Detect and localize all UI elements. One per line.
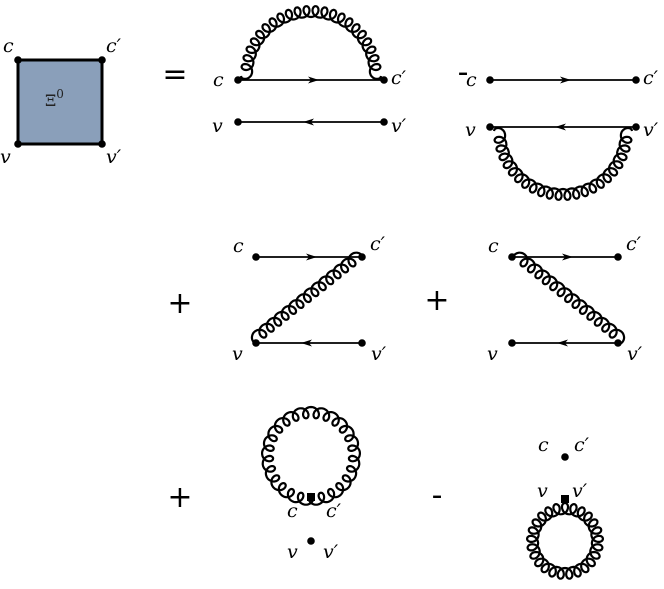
vertex-dot — [561, 453, 569, 461]
vertex-dot — [614, 339, 622, 347]
operator-equals: = — [162, 57, 187, 92]
vertex-dot — [14, 56, 22, 64]
operator-plus: + — [424, 283, 449, 318]
vertex-dot — [14, 140, 22, 148]
label-c: c — [538, 434, 549, 456]
operator-minus: - — [432, 478, 443, 513]
gluon-line — [526, 501, 604, 580]
vertex-dot — [98, 56, 106, 64]
vertex-dot — [234, 76, 242, 84]
arrow-icon — [301, 339, 312, 347]
label-vp: v′ — [106, 146, 122, 168]
vertex-dot — [252, 253, 260, 261]
arrow-icon — [303, 118, 314, 126]
xi-symbol: Ξ0 — [45, 87, 64, 110]
vertex-dot — [234, 118, 242, 126]
label-c: c — [466, 69, 477, 91]
gluon-line — [261, 405, 361, 506]
vertex-dot — [358, 339, 366, 347]
label-c: c — [3, 35, 14, 57]
vertex-dot — [632, 76, 640, 84]
arrow-icon — [562, 253, 573, 261]
arrow-icon — [557, 339, 568, 347]
label-v: v — [287, 541, 298, 563]
label-vp: v′ — [323, 541, 339, 563]
vertex-dot — [614, 253, 622, 261]
vertex-dot — [508, 253, 516, 261]
vertex-dot — [358, 253, 366, 261]
vertex-dot — [632, 123, 640, 131]
label-v: v — [487, 343, 498, 365]
label-v: v — [212, 115, 223, 137]
vertex-dot — [98, 140, 106, 148]
operator-plus: + — [167, 480, 192, 515]
label-cp: c′ — [106, 35, 122, 57]
label-cp: c′ — [626, 233, 642, 255]
vertex-dot — [380, 76, 388, 84]
vertex-square — [561, 495, 569, 503]
gluon-line — [239, 5, 383, 80]
arrow-icon — [560, 76, 571, 84]
label-vp: v′ — [572, 480, 588, 502]
arrow-icon — [306, 253, 317, 261]
gluon-line — [511, 251, 626, 345]
label-c: c — [233, 235, 244, 257]
label-vp: v′ — [391, 115, 407, 137]
label-cp: c′ — [391, 67, 407, 89]
label-vp: v′ — [643, 119, 659, 141]
label-cp: c′ — [370, 233, 386, 255]
operator-plus: + — [167, 286, 192, 321]
xi-block — [16, 58, 104, 146]
label-cp: c′ — [574, 434, 590, 456]
label-cp: c′ — [326, 500, 342, 522]
label-v: v — [465, 119, 476, 141]
vertex-dot — [252, 339, 260, 347]
label-c: c — [213, 69, 224, 91]
arrow-icon — [308, 76, 319, 84]
vertex-square — [307, 493, 315, 501]
vertex-dot — [508, 339, 516, 347]
operator-minus: - — [458, 55, 469, 90]
label-v: v — [0, 146, 11, 168]
vertex-dot — [486, 123, 494, 131]
label-cp: c′ — [643, 67, 659, 89]
arrow-icon — [555, 123, 566, 131]
vertex-dot — [486, 76, 494, 84]
gluon-line — [250, 251, 365, 345]
label-c: c — [287, 500, 298, 522]
label-v: v — [232, 343, 243, 365]
label-c: c — [488, 235, 499, 257]
gluon-line — [492, 126, 634, 201]
vertex-dot — [380, 118, 388, 126]
label-vp: v′ — [371, 343, 387, 365]
vertex-dot — [307, 537, 315, 545]
label-v: v — [537, 480, 548, 502]
label-vp: v′ — [627, 343, 643, 365]
